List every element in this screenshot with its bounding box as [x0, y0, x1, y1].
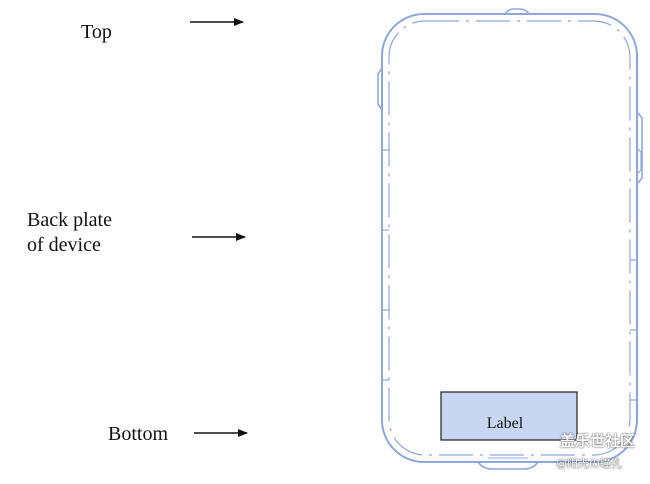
device-outline — [381, 13, 638, 463]
callout-bottom-text: Bottom — [108, 423, 169, 445]
right-side-button-upper — [636, 111, 643, 185]
callout-back-plate-line1: Back plate — [27, 209, 112, 231]
watermark-community-name: 盖乐世社区 — [560, 432, 636, 450]
bottom-port — [477, 461, 539, 470]
right-side-button-lower — [636, 147, 642, 175]
callout-back-plate-line2: of device — [27, 234, 101, 256]
left-side-button — [377, 67, 383, 111]
callout-top-text: Top — [81, 21, 112, 43]
watermark-user-handle: @阳光の瞳孔 — [556, 457, 622, 470]
top-notch — [504, 8, 530, 15]
label-box — [440, 391, 578, 441]
side-seam-ticks — [382, 149, 637, 401]
label-box-text: Label — [487, 415, 524, 432]
